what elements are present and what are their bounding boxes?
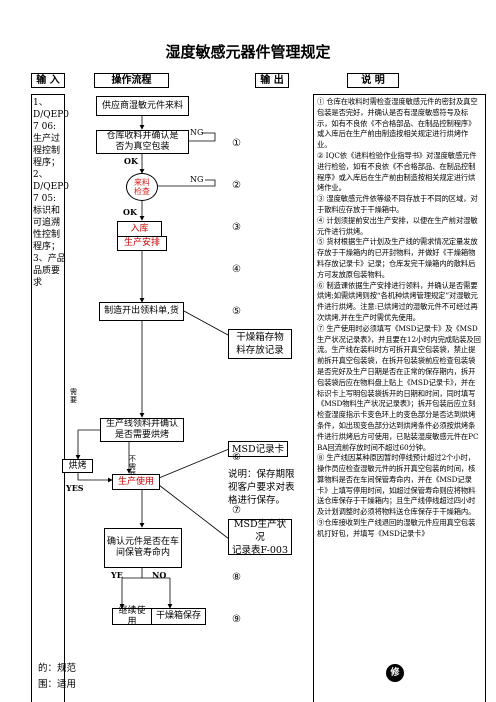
revision-seal: 修 <box>386 664 404 682</box>
note-line3: 格进行保存。 <box>228 495 286 506</box>
input-line: 可追溯 <box>33 218 61 228</box>
input-line: D/QEP0 <box>33 110 69 120</box>
step-number: ⑨ <box>232 614 241 625</box>
desc-item-8: ⑧ 生产线因某种原因暂时停线预计超过2个小时，操作员应检查湿敏元件的拆开真空包装… <box>317 453 476 517</box>
step-number: ⑤ <box>232 306 241 317</box>
warehouse-check-box: 仓库收料并确认是 否为真空包装 <box>96 130 189 154</box>
use-box: 生产使用 <box>112 474 160 490</box>
store-box: 入库 <box>117 221 162 237</box>
msd-status-line1: MSD生产状况 <box>233 518 287 543</box>
desc-item-4: ④ 计划须提前安出生产安排，以便在生产前对湿敏元件进行烘烤。 <box>317 215 478 236</box>
msd-card: MSD记录卡 <box>228 441 288 457</box>
pick-box: 制造开出领料单,货 <box>99 302 184 321</box>
dry-box-line1: 干燥箱存物 <box>236 332 284 343</box>
description-column: ① 仓库在收料时需检查湿度敏感元件的密封及真空包装是否完好，并确认是否有湿度敏感… <box>313 94 486 702</box>
input-line: 求 <box>33 278 43 288</box>
page-title: 湿度敏感元器件管理规定 <box>165 43 331 61</box>
dry-store-box: 干燥箱保存 <box>151 608 206 625</box>
ng-label-2: NG <box>190 175 204 184</box>
input-list: 1、 D/QEP0 7 06: 生产过程控制程序； 2、 D/QEP0 7 05: 标识和可追… <box>33 97 69 289</box>
bake-box: 烘烤 <box>62 459 93 473</box>
step-number: ④ <box>232 264 241 275</box>
input-line: 性控制 <box>33 230 61 240</box>
desc-item-3: ③ 湿度敏感元件依等级不同存放于不同的区域，对于散料应存放于干燥箱中。 <box>317 194 478 214</box>
incoming-inspection-circle: 来料 检查 <box>126 173 158 201</box>
warehouse-check-line1: 仓库收料并确认是 <box>106 131 179 141</box>
step-number: ② <box>232 180 241 191</box>
need-label: 需要 <box>70 388 77 404</box>
msd-status-line2: 记录表F-003 <box>231 544 288 556</box>
input-line: 2、 <box>33 170 48 180</box>
no-label: NO <box>152 570 167 580</box>
confirm-line1: 生产线领料并确认 <box>105 419 178 429</box>
ok-label-1: OK <box>124 156 138 166</box>
desc-item-1: ① 仓库在收料时需检查湿度敏感元件的密封及真空包装是否完好，并确认是否有湿度敏感… <box>317 97 478 150</box>
desc-item-9: ⑨仓库接收到生产线退回的湿敏元件应用真空包装机打好包，并填写《MSD记录卡》 <box>317 518 476 538</box>
dry-box-line2: 料存放记录 <box>236 345 284 356</box>
input-line: 7 06: <box>33 122 57 132</box>
dry-box-record: 干燥箱存物 料存放记录 <box>228 329 292 359</box>
incoming-line2: 检查 <box>134 187 150 196</box>
input-line: 标识和 <box>33 206 61 216</box>
step-number: ⑦ <box>232 505 241 516</box>
output-note: 说明：保存期限 视客户要求对表 格进行保存。 <box>228 468 295 507</box>
continue-box: 继续使用 <box>112 606 152 627</box>
input-line: D/QEP0 <box>33 182 69 192</box>
desc-item-6: ⑥ 制造课依据生产安排进行领料，并确认是否需要烘烤;如需烘烤则按“各机种烘烤管理… <box>317 280 478 322</box>
ng-label-1: NG <box>190 128 204 137</box>
step-number: ③ <box>232 222 241 233</box>
note-line1: 说明：保存期限 <box>228 469 295 480</box>
input-line: 生产过 <box>33 134 61 144</box>
input-line: 1、 <box>33 98 48 108</box>
note-line2: 视客户要求对表 <box>228 482 295 493</box>
life-line2: 间保管寿命内 <box>115 548 170 558</box>
desc-item-5: ⑤ 货材根据生产计划及生产线的需求情况定量发放存放于干燥箱内的已开封物料，并做好… <box>317 237 478 279</box>
header-input: 输 入 <box>31 73 65 88</box>
footer-line2: 围：适用 <box>38 679 77 690</box>
header-output: 输 出 <box>255 73 289 88</box>
msd-status-record: MSD生产状况 记录表F-003 <box>228 518 292 556</box>
input-line: 程序； <box>33 158 61 168</box>
life-line1: 确认元件是否在车 <box>107 537 180 547</box>
warehouse-check-line2: 否为真空包装 <box>115 142 170 152</box>
input-line: 7 05: <box>33 194 57 204</box>
supplier-box: 供应商湿敏元件来料 <box>96 96 189 116</box>
input-line: 3、产品 <box>33 254 66 264</box>
ok-label-2: OK <box>123 207 137 217</box>
confirm-bake-box: 生产线领料并确认 是否需要烘烤 <box>100 418 184 442</box>
yes-label: YES <box>66 483 84 493</box>
input-line: 品质要 <box>33 266 61 276</box>
step-number: ⑥ <box>232 452 241 463</box>
desc-item-7: ⑦ 生产使用时必须填写《MSD记录卡》及《MSD生产状况记录表》，并且要在12小… <box>317 323 481 452</box>
input-line: 程序； <box>33 242 61 252</box>
confirm-line2: 是否需要烘烤 <box>114 430 169 440</box>
desc-item-2: ② IQC依《进料检验作业指导书》对湿度敏感元件进行检验，如有不良依《不合格部品… <box>317 150 477 193</box>
step-number: ⑧ <box>232 572 241 583</box>
ye-label: YE <box>111 570 123 580</box>
schedule-box: 生产安排 <box>117 236 167 251</box>
header-desc: 说 明 <box>347 73 399 88</box>
footer-line1: 的：规范 <box>38 663 77 674</box>
header-flow: 操作流程 <box>94 73 169 88</box>
input-line: 程控制 <box>33 146 61 156</box>
step-number: ① <box>232 138 241 149</box>
input-column: 1、 D/QEP0 7 06: 生产过程控制程序； 2、 D/QEP0 7 05: 标识和可追… <box>31 94 69 702</box>
incoming-line1: 来料 <box>134 178 150 187</box>
life-check-box: 确认元件是否在车 间保管寿命内 <box>104 528 182 568</box>
